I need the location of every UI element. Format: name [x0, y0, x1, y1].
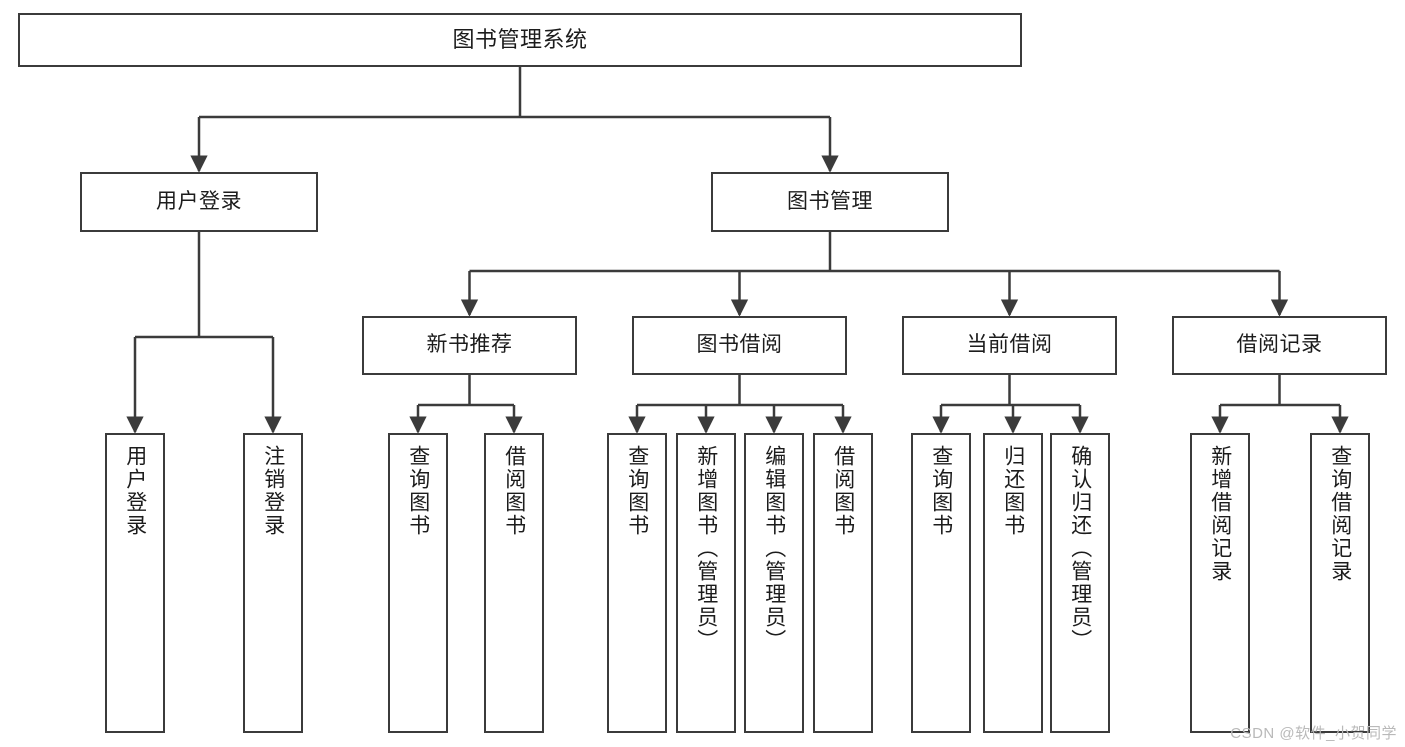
node-label: 查询图书: [406, 445, 430, 537]
node-label: 当前借阅: [966, 333, 1053, 357]
node-leaf-bor-3[interactable]: 编辑图书（管理员）: [744, 433, 804, 733]
node-label: 用户登录: [123, 445, 147, 537]
node-label: 借阅记录: [1236, 333, 1323, 357]
node-root[interactable]: 图书管理系统: [18, 13, 1022, 67]
node-leaf-login-2[interactable]: 注销登录: [243, 433, 303, 733]
node-label: 用户登录: [156, 189, 242, 213]
node-leaf-login-1[interactable]: 用户登录: [105, 433, 165, 733]
node-label: 图书管理系统: [452, 27, 588, 53]
node-leaf-cur-1[interactable]: 查询图书: [911, 433, 971, 733]
node-leaf-bor-1[interactable]: 查询图书: [607, 433, 667, 733]
node-leaf-bor-2[interactable]: 新增图书（管理员）: [676, 433, 736, 733]
node-label: 查询图书: [929, 445, 953, 537]
watermark: CSDN @软件_小贺同学: [1230, 725, 1397, 742]
node-label: 图书管理: [787, 189, 873, 213]
node-label: 确认归还（管理员）: [1068, 445, 1092, 652]
node-label: 查询借阅记录: [1328, 445, 1352, 583]
node-leaf-new-2[interactable]: 借阅图书: [484, 433, 544, 733]
node-leaf-new-1[interactable]: 查询图书: [388, 433, 448, 733]
node-label: 注销登录: [261, 445, 285, 537]
node-leaf-rec-2[interactable]: 查询借阅记录: [1310, 433, 1370, 733]
node-label: 新增图书（管理员）: [694, 445, 718, 652]
node-borrow[interactable]: 图书借阅: [632, 316, 847, 375]
node-bookmgmt[interactable]: 图书管理: [711, 172, 949, 232]
node-label: 借阅图书: [502, 445, 526, 537]
node-leaf-cur-3[interactable]: 确认归还（管理员）: [1050, 433, 1110, 733]
node-records[interactable]: 借阅记录: [1172, 316, 1387, 375]
node-newbook[interactable]: 新书推荐: [362, 316, 577, 375]
node-label: 查询图书: [625, 445, 649, 537]
node-current[interactable]: 当前借阅: [902, 316, 1117, 375]
node-label: 图书借阅: [696, 333, 783, 357]
node-label: 编辑图书（管理员）: [762, 445, 786, 652]
node-leaf-rec-1[interactable]: 新增借阅记录: [1190, 433, 1250, 733]
node-label: 归还图书: [1001, 445, 1025, 537]
node-label: 借阅图书: [831, 445, 855, 537]
node-leaf-bor-4[interactable]: 借阅图书: [813, 433, 873, 733]
node-login[interactable]: 用户登录: [80, 172, 318, 232]
node-leaf-cur-2[interactable]: 归还图书: [983, 433, 1043, 733]
edge-paths: [126, 67, 1349, 434]
node-label: 新书推荐: [426, 333, 513, 357]
node-label: 新增借阅记录: [1208, 445, 1232, 583]
